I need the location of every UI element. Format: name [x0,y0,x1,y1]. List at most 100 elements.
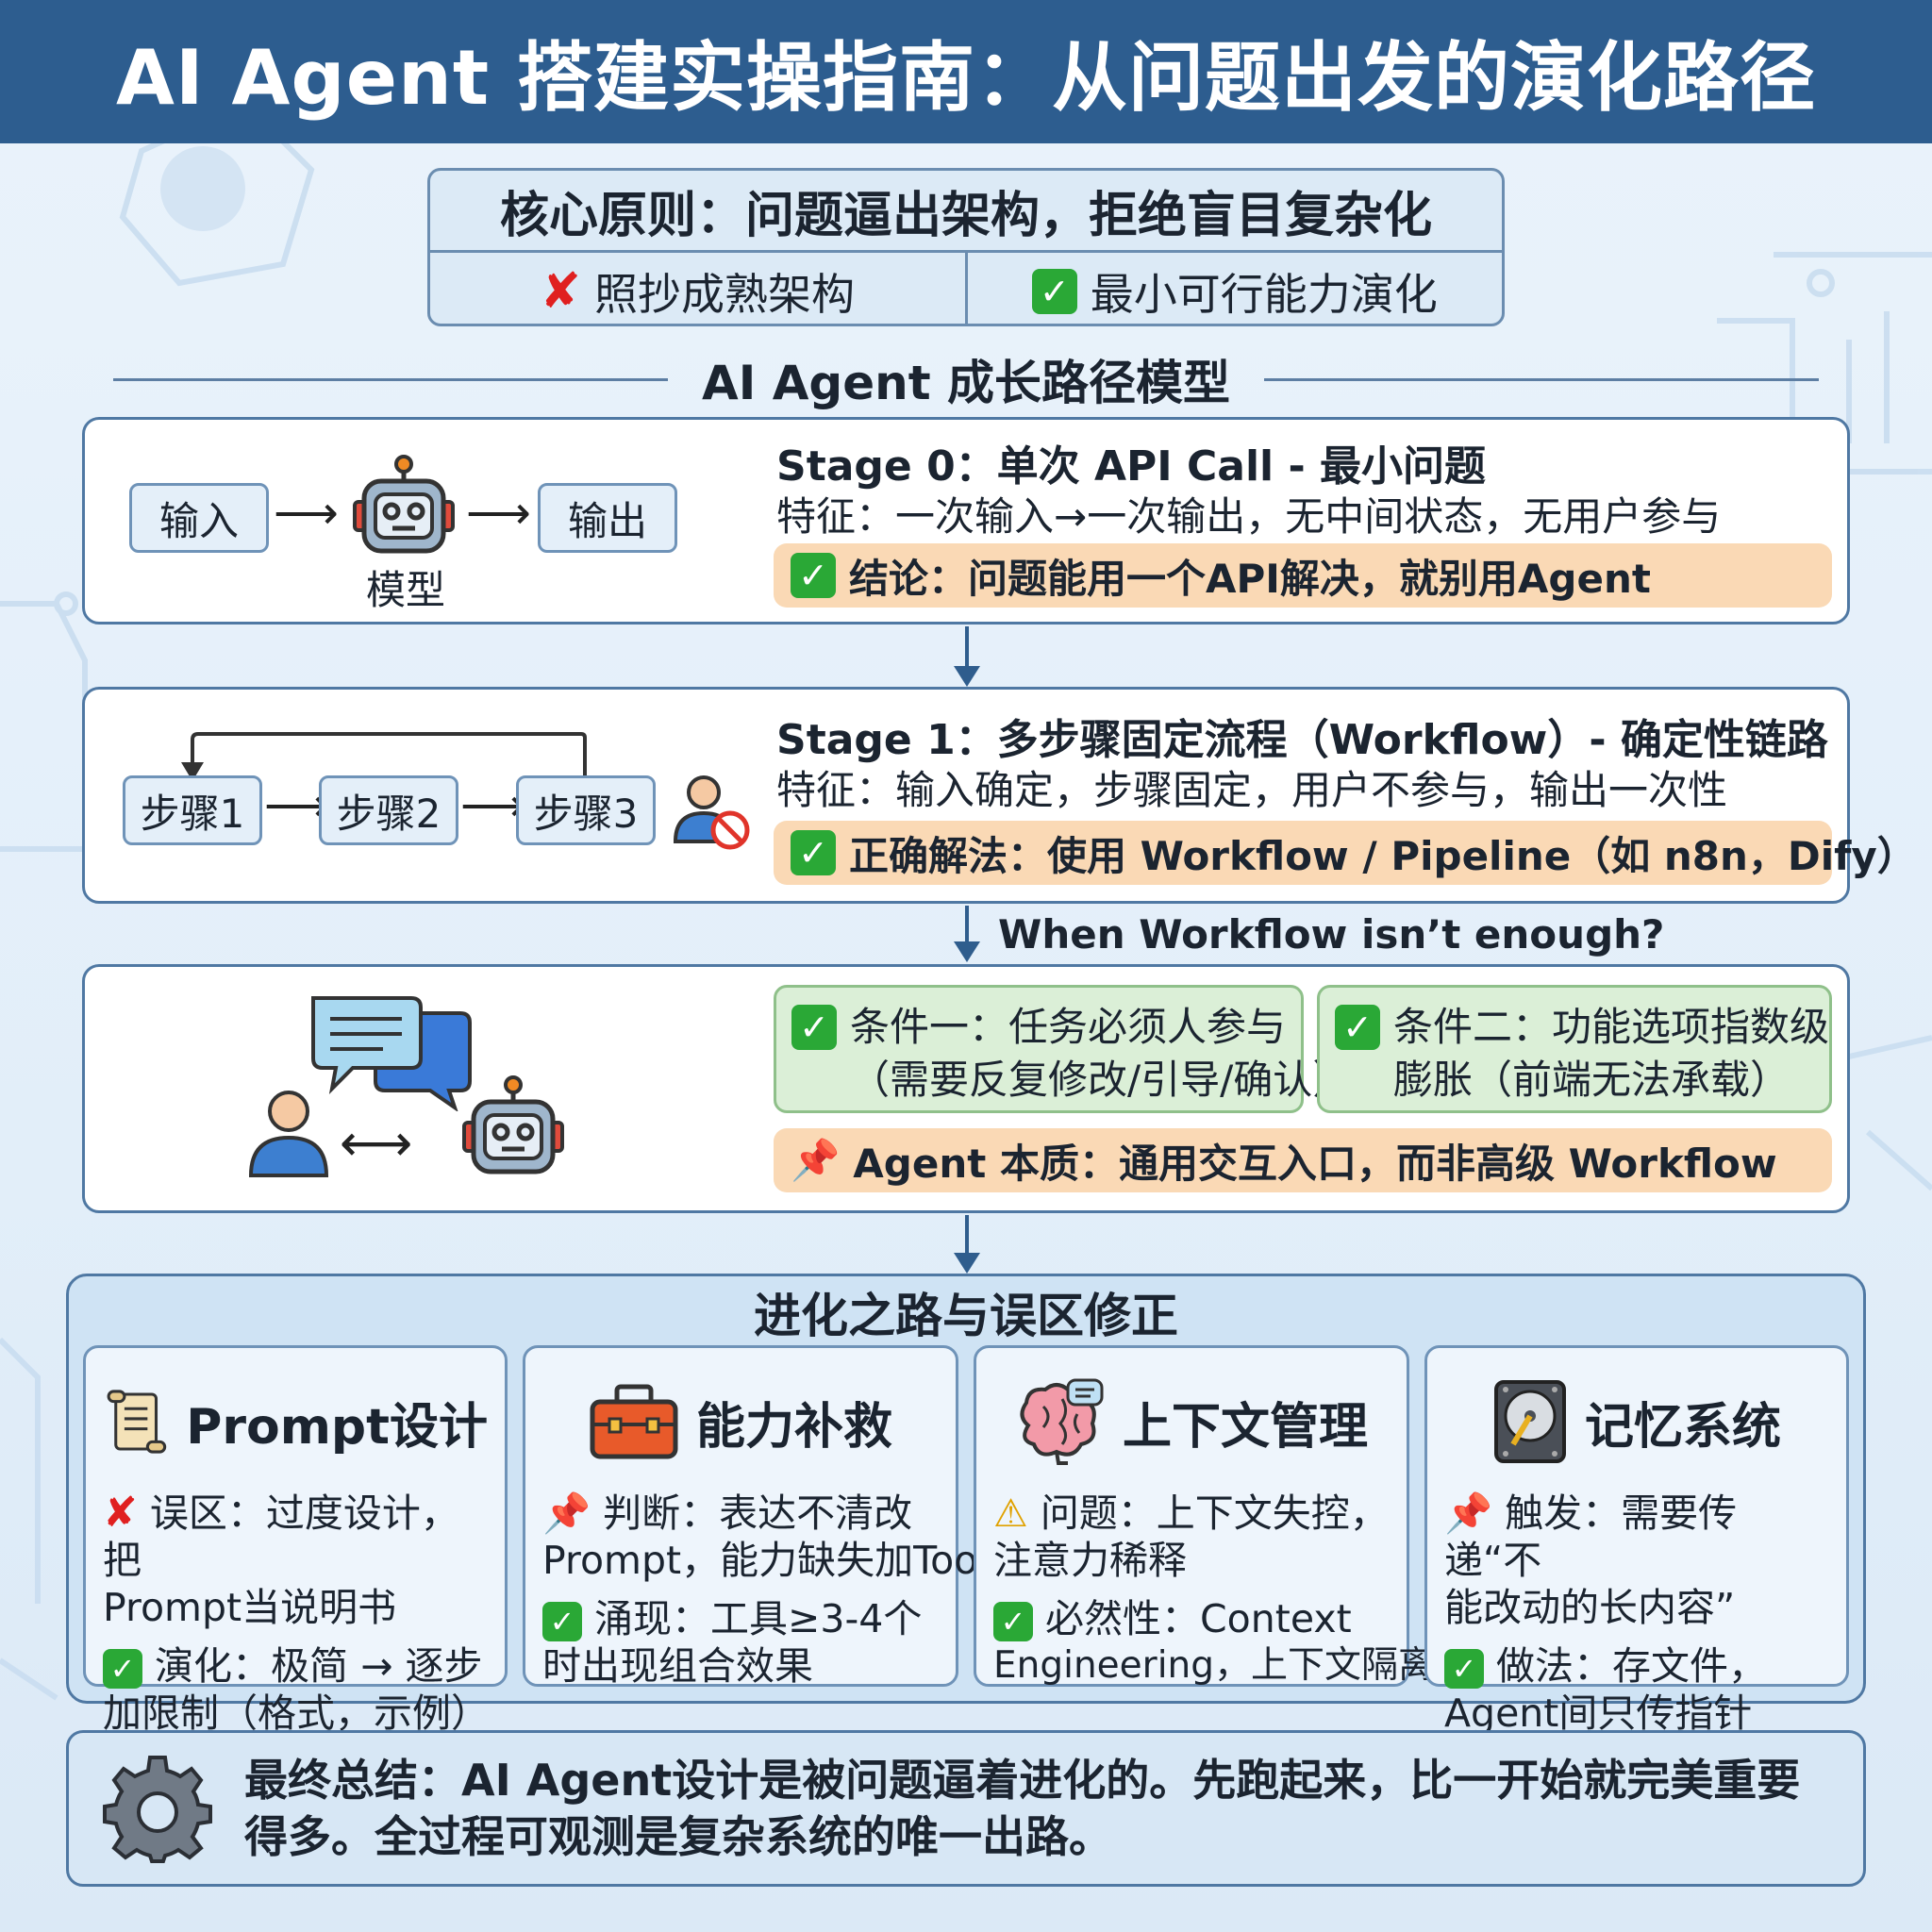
check-icon: ✓ [791,1005,837,1050]
core-principle-panel: 核心原则：问题逼出架构，拒绝盲目复杂化 ✘ 照抄成熟架构 ✓ 最小可行能力演化 [427,168,1505,326]
check-icon: ✓ [103,1649,142,1689]
arrow-right: ⟶ [264,779,329,832]
check-icon: ✓ [791,553,836,598]
stage-1-feature: 特征：输入确定，步骤固定，用户不参与，输出一次性 [776,767,1728,813]
output-box: 输出 [538,483,677,553]
card-line: 必然性：Context [1045,1596,1352,1641]
pin-icon: 📌 [1444,1491,1493,1536]
stage-1-title: Stage 1：多步骤固定流程（Workflow）- 确定性链路 [776,716,1828,764]
card-context-management: 上下文管理 ⚠ 问题：上下文失控， 注意力稀释 ✓ 必然性：Context En… [974,1345,1436,1687]
divider-right [1264,377,1820,381]
condition-1-line1: 条件一：任务必须人参与 [850,1004,1287,1050]
robot-icon [462,1075,564,1174]
condition-2-line2: 膨胀（前端无法承载） [1393,1057,1790,1103]
double-arrow: ⟷ [340,1113,413,1173]
card-line: Agent间只传指针 [1444,1690,1753,1736]
arrow-right: ⟶ [460,779,525,832]
card-title: 能力补救 [695,1398,892,1456]
divider-left [113,377,668,381]
hard-drive-icon [1493,1380,1566,1463]
connector-line [965,1215,969,1260]
card-line: 能改动的长内容” [1444,1585,1736,1630]
card-line: Prompt，能力缺失加Tool [542,1538,989,1583]
check-icon: ✓ [1335,1005,1380,1050]
card-title: 记忆系统 [1584,1398,1781,1456]
stage-0-conclusion: ✓ 结论：问题能用一个API解决，就别用Agent [774,543,1832,608]
user-icon [248,1091,329,1177]
card-line: 问题：上下文失控， [1040,1491,1389,1536]
summary-line-1: 最终总结：AI Agent设计是被问题逼着进化的。先跑起来，比一开始就完美重要 [244,1755,1801,1806]
evolution-title: 进化之路与误区修正 [754,1289,1178,1343]
card-prompt-design: Prompt设计 ✘ 误区：过度设计，把 Prompt当说明书 ✓ 演化：极简 … [83,1345,508,1736]
warning-icon: ⚠ [993,1491,1028,1536]
header-banner: AI Agent 搭建实操指南：从问题出发的演化路径 [0,0,1932,143]
robot-icon [353,455,455,554]
card-line: 演化：极简 → 逐步 [155,1643,483,1689]
condition-2-box: ✓ 条件二：功能选项指数级 膨胀（前端无法承载） [1317,985,1832,1113]
model-label: 模型 [365,567,445,613]
stage-0-title: Stage 0：单次 API Call - 最小问题 [776,442,1487,491]
agent-essence-text: Agent 本质：通用交互入口，而非高级 Workflow [853,1140,1777,1187]
connector-line [965,906,969,949]
scroll-icon [107,1390,167,1454]
pin-icon: 📌 [542,1491,591,1536]
principle-good: ✓ 最小可行能力演化 [964,253,1503,324]
stage-1-conclusion-text: 正确解法：使用 Workflow / Pipeline（如 n8n，Dify） [849,832,1917,879]
stage-0-feature: 特征：一次输入→一次输出，无中间状态，无用户参与 [776,493,1722,540]
card-title: Prompt设计 [186,1398,488,1456]
principle-bad-label: 照抄成熟架构 [594,268,856,320]
check-icon: ✓ [542,1602,582,1641]
card-line: 涌现：工具≥3-4个 [594,1596,923,1641]
input-box: 输入 [129,483,269,553]
card-line: 加限制（格式，示例） [103,1690,490,1736]
check-icon: ✓ [993,1602,1033,1641]
card-line: 误区：过度设计，把 [103,1491,459,1583]
card-line: Engineering，上下文隔离 [993,1644,1436,1687]
page-title: AI Agent 搭建实操指南：从问题出发的演化路径 [115,34,1816,122]
condition-1-line2: （需要反复修改/引导/确认） [850,1057,1353,1103]
card-line: 触发：需要传递“不 [1444,1491,1738,1583]
final-summary-panel: 最终总结：AI Agent设计是被问题逼着进化的。先跑起来，比一开始就完美重要 … [66,1730,1866,1887]
chat-bubbles-icon [311,996,472,1111]
step-1-box: 步骤1 [123,775,262,845]
growth-path-heading: AI Agent 成长路径模型 [113,341,1820,417]
principle-bad: ✘ 照抄成熟架构 [430,253,965,324]
gear-icon [103,1756,212,1863]
principle-good-label: 最小可行能力演化 [1090,268,1438,320]
toolbox-icon [590,1384,678,1459]
card-line: 判断：表达不清改 [603,1491,913,1536]
check-icon: ✓ [1444,1649,1484,1689]
growth-path-title: AI Agent 成长路径模型 [702,356,1231,410]
cross-icon: ✘ [103,1489,138,1537]
workflow-question: When Workflow isn’t enough? [998,911,1665,958]
agent-essence: 📌 Agent 本质：通用交互入口，而非高级 Workflow [774,1128,1832,1192]
card-title: 上下文管理 [1122,1398,1368,1456]
card-line: 做法：存文件， [1496,1643,1768,1689]
step-3-box: 步骤3 [516,775,656,845]
card-line: 时出现组合效果 [542,1643,813,1689]
arrow-right: ⟶ [466,487,531,540]
core-principle-title: 核心原则：问题逼出架构，拒绝盲目复杂化 [430,171,1502,253]
card-line: Prompt当说明书 [103,1585,397,1630]
check-icon: ✓ [791,830,836,875]
connector-line [965,626,969,674]
brain-icon [1020,1378,1104,1465]
condition-1-box: ✓ 条件一：任务必须人参与 （需要反复修改/引导/确认） [774,985,1352,1113]
loop-back-arrow [181,732,587,781]
stage-0-conclusion-text: 结论：问题能用一个API解决，就别用Agent [849,555,1651,602]
card-capability-rescue: 能力补救 📌 判断：表达不清改 Prompt，能力缺失加Tool ✓ 涌现：工具… [523,1345,989,1689]
condition-2-line1: 条件二：功能选项指数级 [1393,1004,1830,1050]
connector-arrowhead [954,1253,980,1274]
connector-arrowhead [954,666,980,687]
stage-1-conclusion: ✓ 正确解法：使用 Workflow / Pipeline（如 n8n，Dify… [774,821,1917,885]
pin-icon: 📌 [791,1137,841,1183]
connector-arrowhead [954,941,980,962]
arrow-right: ⟶ [274,487,339,540]
user-blocked-icon [673,775,750,850]
step-2-box: 步骤2 [319,775,458,845]
check-icon: ✓ [1031,268,1077,314]
card-memory-system: 记忆系统 📌 触发：需要传递“不 能改动的长内容” ✓ 做法：存文件， Agen… [1424,1345,1849,1736]
card-line: 注意力稀释 [993,1538,1187,1583]
cross-icon: ✘ [540,262,582,320]
